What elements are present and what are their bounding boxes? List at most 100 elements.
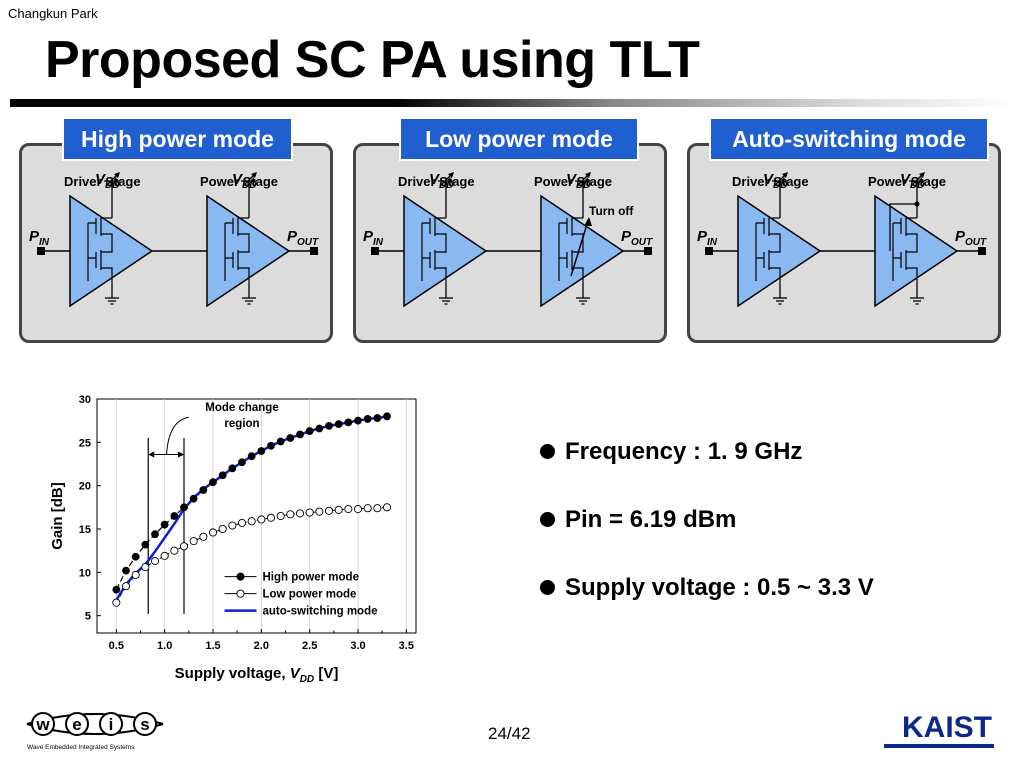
logo-letter: i: [109, 715, 114, 734]
point-high-power: [286, 434, 295, 442]
point-high-power: [218, 471, 227, 480]
point-low-power: [237, 518, 247, 527]
power-stage-label: Power Stage: [868, 174, 947, 189]
point-high-power: [276, 437, 285, 446]
plot-area: [96, 398, 417, 634]
panel-title-auto-switching: Auto-switching mode: [709, 117, 989, 161]
y-tick-label: 10: [79, 567, 91, 579]
point-low-power: [344, 505, 353, 514]
point-high-power: [180, 503, 188, 512]
turn-off-note: Turn off: [589, 204, 634, 218]
point-high-power: [189, 494, 198, 503]
bullet-dot-icon: [540, 512, 555, 527]
x-tick-label: 3.0: [350, 640, 365, 652]
point-high-power: [315, 424, 324, 433]
point-low-power: [373, 504, 382, 513]
panel-low-power: [353, 143, 667, 343]
arrow-right-icon: [178, 451, 184, 458]
kaist-logo: KAIST: [884, 711, 994, 748]
point-high-power: [209, 478, 217, 487]
vdd-label-driver: VDD: [429, 171, 454, 191]
point-low-power: [257, 515, 266, 524]
y-tick-label: 25: [79, 437, 91, 449]
panel-title-high-power: High power mode: [62, 117, 293, 161]
x-tick-label: 2.0: [254, 640, 269, 652]
input-port: [705, 247, 713, 255]
output-port: [644, 247, 652, 255]
point-high-power: [247, 452, 256, 461]
page-number: 24/42: [488, 724, 531, 743]
point-high-power: [334, 420, 343, 429]
logo-letter-ring: [31, 712, 55, 736]
input-port: [37, 247, 45, 255]
pin-label: PIN: [697, 228, 718, 248]
point-low-power: [295, 509, 305, 518]
panel-high-power: [19, 143, 333, 343]
point-low-power: [266, 513, 276, 522]
legend-marker: [236, 572, 245, 581]
point-high-power: [122, 566, 130, 575]
bullet-frequency: Frequency : 1. 9 GHz: [540, 438, 874, 506]
vdd-label-power: VDD: [566, 171, 591, 191]
pin-label: PIN: [363, 228, 384, 248]
legend-label: Low power mode: [263, 589, 357, 601]
bullet-supply-voltage: Supply voltage : 0.5 ~ 3.3 V: [540, 574, 874, 642]
amplifier-schematic: [371, 172, 652, 308]
bullet-pin: Pin = 6.19 dBm: [540, 506, 874, 574]
point-low-power: [160, 551, 169, 560]
arrow-left-icon: [148, 451, 155, 458]
logo-letter: s: [140, 715, 149, 734]
point-low-power: [353, 505, 363, 514]
point-low-power: [112, 598, 121, 607]
vdd-label-driver: VDD: [95, 171, 120, 191]
author-name: Changkun Park: [8, 6, 98, 21]
x-axis-label: Supply voltage, VDD [V]: [175, 665, 339, 685]
y-tick-label: 5: [85, 611, 91, 623]
y-tick-label: 30: [79, 394, 91, 406]
vdd-label-driver: VDD: [763, 171, 788, 191]
driver-amplifier: [737, 172, 822, 308]
point-low-power: [121, 582, 131, 591]
point-low-power: [228, 521, 237, 530]
bullet-dot-icon: [540, 444, 555, 459]
output-port: [978, 247, 986, 255]
panel-auto-switching: [687, 143, 1001, 343]
point-high-power: [325, 421, 333, 430]
point-low-power: [305, 508, 314, 517]
spec-bullets: Frequency : 1. 9 GHz Pin = 6.19 dBm Supp…: [540, 438, 874, 642]
x-tick-label: 1.5: [205, 640, 220, 652]
pout-label: POUT: [287, 228, 319, 248]
point-low-power: [315, 507, 324, 516]
x-tick-label: 2.5: [302, 640, 317, 652]
point-high-power: [257, 447, 266, 455]
x-tick-label: 1.0: [157, 640, 172, 652]
point-high-power: [296, 430, 304, 439]
point-high-power: [305, 427, 314, 435]
amplifier-schematic: [37, 172, 318, 308]
point-high-power: [267, 441, 275, 450]
panel-title-low-power: Low power mode: [399, 117, 639, 161]
point-low-power: [247, 517, 256, 526]
power-amplifier: [540, 172, 625, 308]
point-high-power: [228, 464, 237, 473]
pin-label: PIN: [29, 228, 50, 248]
logo-letter-ring: [133, 712, 157, 736]
point-high-power: [344, 418, 353, 427]
y-tick-label: 20: [79, 481, 91, 493]
annotation-text: Mode change: [205, 402, 278, 414]
point-high-power: [199, 486, 208, 494]
point-low-power: [218, 524, 227, 534]
logo-letter: w: [35, 715, 50, 734]
point-high-power: [238, 458, 246, 467]
point-low-power: [170, 546, 179, 555]
legend-marker: [236, 589, 245, 598]
logo-letter: e: [72, 715, 81, 734]
point-low-power: [199, 532, 208, 541]
point-high-power: [160, 520, 169, 529]
power-stage-label: Power Stage: [534, 174, 613, 189]
amplifier-schematic: [705, 172, 986, 308]
logo-letter-ring: [65, 712, 89, 736]
power-stage-label: Power Stage: [200, 174, 279, 189]
point-low-power: [276, 511, 285, 521]
